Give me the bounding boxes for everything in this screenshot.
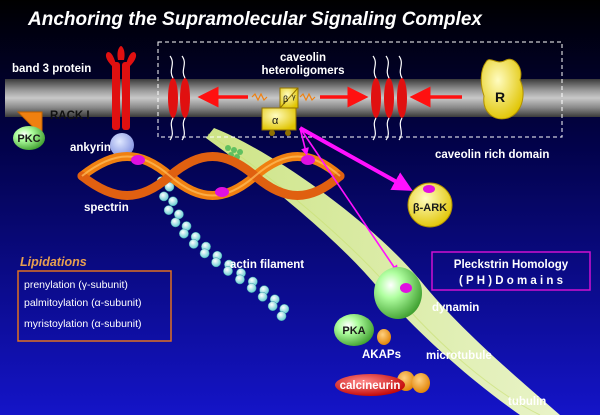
actin-bead — [211, 257, 221, 268]
actin-bead — [267, 301, 278, 311]
lipidations-title: Lipidations — [20, 255, 87, 269]
diagram-title: Anchoring the Supramolecular Signaling C… — [27, 9, 483, 30]
actin-bead — [163, 205, 174, 215]
actin-label: actin filament — [230, 259, 304, 271]
caveolin-label-line1: caveolin — [280, 52, 326, 64]
magenta-arrows — [299, 126, 413, 274]
actin-bead — [276, 311, 287, 321]
ankyrin-label: ankyrin — [70, 142, 111, 154]
actin-bead — [199, 248, 210, 259]
actin-bead — [174, 209, 184, 220]
g-gamma-label: γ — [292, 94, 296, 101]
caveolin-rich-domain-box — [157, 41, 563, 138]
ph-domains-box — [431, 251, 591, 291]
caveolin-left-group — [168, 55, 190, 141]
caveolin-label-line2: heteroligomers — [261, 65, 344, 77]
actin-bead — [223, 266, 233, 276]
g-alpha-label: α — [272, 115, 279, 127]
pkc-ball — [13, 126, 45, 150]
calcineurin-label: calcineurin — [340, 380, 401, 392]
ph-line2: ( P H ) D o m a i n s — [459, 275, 563, 287]
dynamin — [374, 267, 422, 319]
tubulin-label: tubulin — [508, 396, 546, 408]
actin-bead — [257, 291, 268, 302]
lipidation-item: prenylation (γ-subunit) — [24, 279, 128, 291]
ankyrin — [110, 133, 134, 157]
spectrin — [77, 152, 345, 200]
dynamin-label: dynamin — [432, 302, 479, 314]
receptor-r — [480, 58, 524, 120]
caveolin-domain-label: caveolin rich domain — [435, 149, 549, 161]
actin-bead — [159, 191, 169, 202]
calcineurin-ball — [335, 374, 405, 396]
pka-ball — [334, 314, 374, 346]
actin-bead — [179, 228, 189, 239]
pkc-label: PKC — [17, 133, 40, 145]
ph-line1: Pleckstrin Homology — [454, 259, 569, 271]
band3-protein — [105, 46, 137, 130]
spectrin-label: spectrin — [84, 202, 129, 214]
band3-label: band 3 protein — [12, 63, 91, 75]
lipidation-item: myristoylation (α-subunit) — [24, 318, 142, 330]
beta-ark — [407, 182, 453, 228]
receptor-label: R — [495, 89, 505, 105]
g-beta-label: β — [283, 94, 288, 104]
microtubule-label: microtubule — [426, 350, 492, 362]
akaps-label: AKAPs — [362, 349, 401, 361]
lipidations-box — [17, 270, 172, 342]
rack-label: RACK I — [50, 110, 90, 122]
actin-bead — [235, 274, 245, 285]
actin-bead — [168, 196, 178, 207]
caveolin-right-group — [371, 55, 407, 141]
akap-dots — [377, 329, 430, 393]
pka-label: PKA — [342, 325, 365, 337]
actin-bead — [170, 217, 181, 228]
actin-filament — [156, 176, 290, 321]
actin-bead — [188, 239, 199, 249]
g-protein-complex — [261, 87, 299, 136]
actin-bead — [246, 283, 257, 293]
lipidation-item: palmitoylation (α-subunit) — [24, 297, 142, 309]
bark-label: β-ARK — [413, 202, 447, 214]
membrane-arrows — [197, 86, 462, 108]
